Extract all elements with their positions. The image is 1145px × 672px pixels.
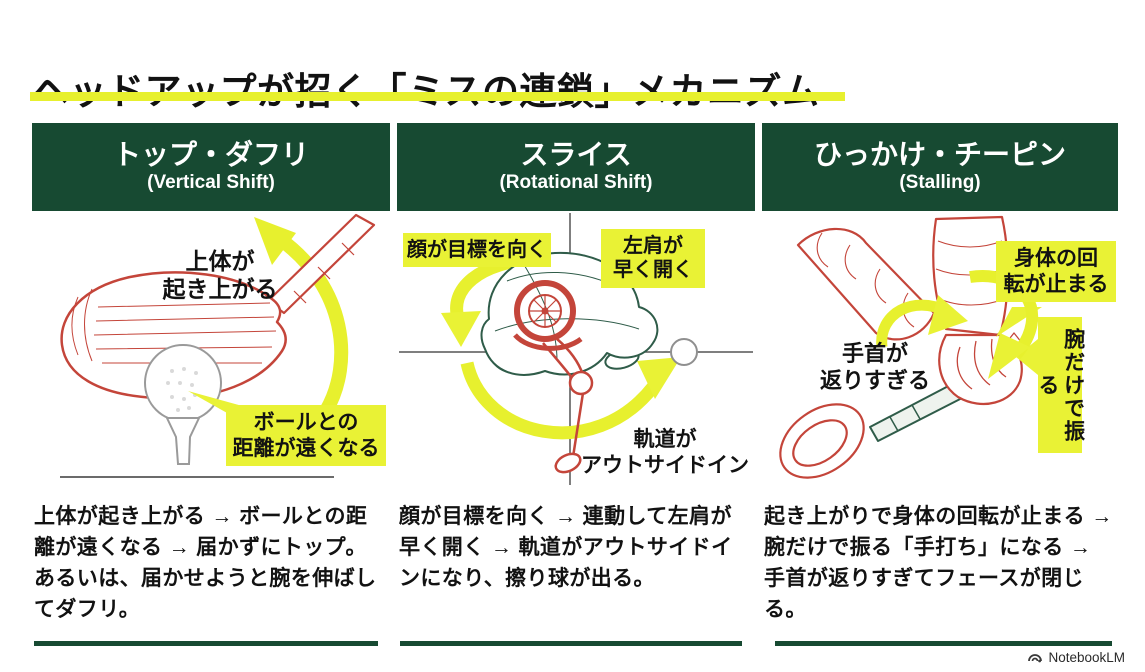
annotation-face-target: 顔が目標を向く <box>403 233 551 268</box>
page-title: ヘッドアップが招く「ミスの連鎖」メカニズム <box>32 71 820 114</box>
annotation-shoulder-open: 左肩が 早く開く <box>601 229 705 288</box>
column-heading-en: (Stalling) <box>899 172 981 194</box>
column-heading-jp: トップ・ダフリ <box>112 138 309 170</box>
golfer-arms-club <box>542 338 594 474</box>
hands-club-illustration <box>779 215 1042 479</box>
driver-head <box>60 271 287 400</box>
annotation-outside-in-path: 軌道が アウトサイドイン <box>581 428 749 477</box>
title-underline <box>30 92 845 101</box>
column-header-slice: スライス (Rotational Shift) <box>397 123 755 211</box>
footer-bar <box>34 641 378 646</box>
driver-ball-illustration <box>60 213 376 478</box>
column-slice: スライス (Rotational Shift) <box>397 123 755 594</box>
watermark-label: NotebookLM <box>1048 649 1125 665</box>
golf-ball <box>144 344 222 422</box>
annotation-ball-distance: ボールとの 距離が遠くなる <box>226 405 386 467</box>
target-ball <box>670 338 698 366</box>
annotation-torso-rise: 上体が 起き上がる <box>162 248 278 303</box>
column-heading-en: (Vertical Shift) <box>147 172 275 194</box>
up-arrow-icon <box>254 217 349 415</box>
column-heading-jp: ひっかけ・チーピン <box>813 138 1066 170</box>
annotation-wrist-over: 手首が 返りすぎる <box>819 341 930 393</box>
column-body-text: 起き上がりで身体の回転が止まる → 腕だけで振る「手打ち」になる → 手首が返り… <box>764 505 1113 622</box>
column-heading-jp: スライス <box>520 138 632 170</box>
golf-tee <box>165 417 201 465</box>
column-hook-chipin: ひっかけ・チーピン (Stalling) <box>762 123 1118 625</box>
annotation-rotation-stops: 身体の回 転が止まる <box>996 241 1116 303</box>
club <box>779 380 969 479</box>
watermark: NotebookLM <box>1027 649 1125 665</box>
wrist-rotation-arrow-icons <box>876 270 1042 379</box>
figure-golfer-top-view: 顔が目標を向く 左肩が 早く開く 軌道が アウトサイドイン <box>397 211 755 487</box>
column-header-hook-chipin: ひっかけ・チーピン (Stalling) <box>762 123 1118 211</box>
footer-bar <box>775 641 1112 646</box>
column-body-text: 顔が目標を向く → 連動して左肩が早く開く → 軌道がアウトサイドインになり、擦… <box>399 505 733 591</box>
column-header-top-duff: トップ・ダフリ (Vertical Shift) <box>32 123 390 211</box>
column-top-duff: トップ・ダフリ (Vertical Shift) <box>32 123 390 625</box>
footer-bar <box>400 641 742 646</box>
column-heading-en: (Rotational Shift) <box>499 172 653 194</box>
column-body-text: 上体が起き上がる → ボールとの距離が遠くなる → 届かずにトップ。あるいは、届… <box>34 505 377 622</box>
figure-driver-ball: 上体が 起き上がる ボールとの 距離が遠くなる <box>32 211 390 487</box>
notebooklm-logo-icon <box>1028 654 1043 663</box>
annotation-arms-only: 腕だけで振る <box>1036 317 1085 453</box>
figure-hands-club: 身体の回 転が止まる 腕だけで振る 手首が 返りすぎる <box>762 211 1118 487</box>
ball-dimples <box>166 367 198 412</box>
